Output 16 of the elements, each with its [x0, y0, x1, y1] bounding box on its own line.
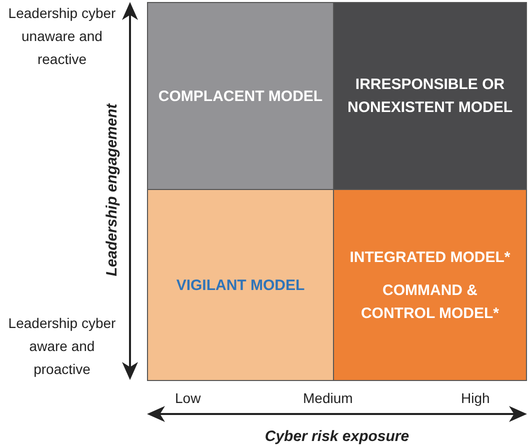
- quadrant: [333, 2, 527, 190]
- quadrant: [147, 2, 334, 190]
- quadrant: [147, 189, 334, 381]
- quadrant-label: IRRESPONSIBLE OR NONEXISTENT MODEL: [346, 75, 514, 118]
- tick-label: Medium: [303, 390, 353, 406]
- quadrant-label: INTEGRATED MODEL*: [350, 248, 510, 268]
- axis-end-label: Leadership cyber aware and proactive: [7, 314, 117, 379]
- tick-label: Low: [175, 390, 201, 406]
- quadrant-label: COMMAND & CONTROL MODEL*: [360, 280, 500, 324]
- quadrant: [333, 189, 527, 381]
- axis-end-label: Leadership cyber unaware and reactive: [7, 4, 117, 69]
- quadrant-label: VIGILANT MODEL: [176, 276, 305, 296]
- axis-title: Leadership engagement: [104, 104, 120, 276]
- tick-label: High: [461, 390, 490, 406]
- axis-title: Cyber risk exposure: [264, 428, 410, 445]
- quadrant-label: COMPLACENT MODEL: [158, 86, 323, 106]
